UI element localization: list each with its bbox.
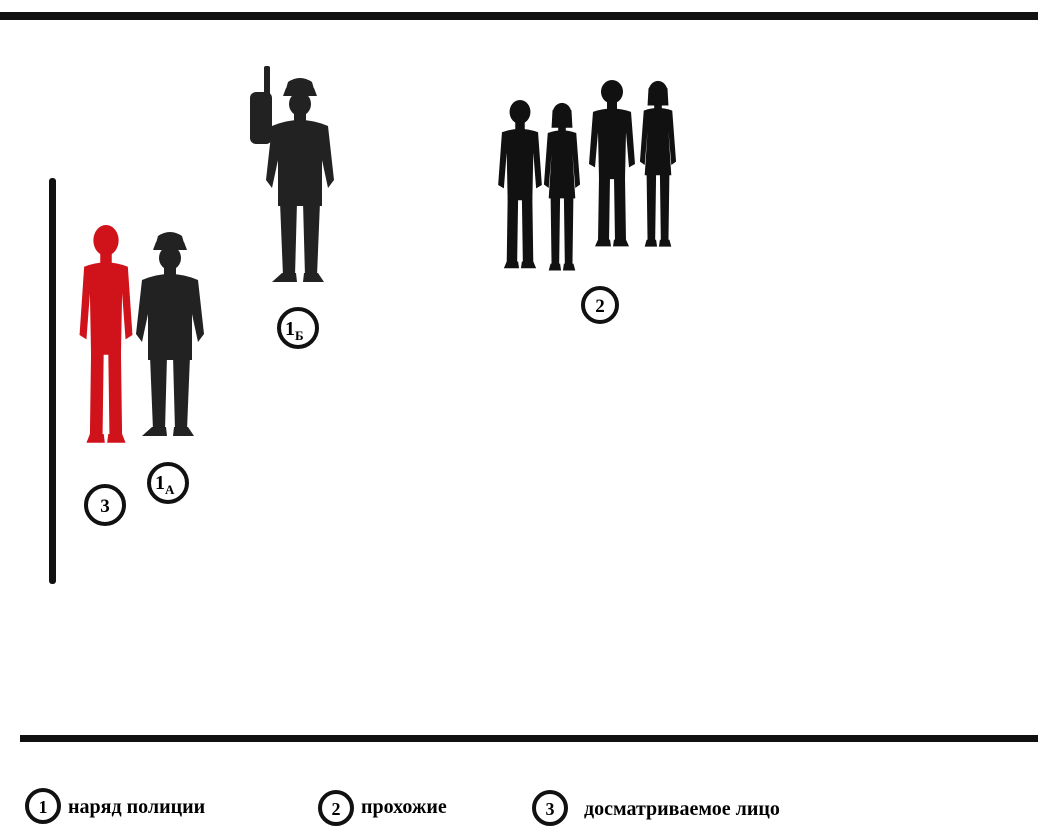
svg-text:1Б: 1Б xyxy=(285,318,304,343)
police-officer-b-icon xyxy=(266,78,334,282)
legend-label-passers: прохожие xyxy=(361,796,447,818)
legend-item-passers: 2 прохожие xyxy=(318,790,447,826)
passerby-2-icon xyxy=(543,102,581,271)
marker-subject: 3 xyxy=(84,484,126,526)
svg-text:3: 3 xyxy=(546,799,555,819)
svg-text:3: 3 xyxy=(100,496,110,517)
passerby-1-icon xyxy=(498,100,542,269)
passerby-3-icon xyxy=(589,80,635,247)
svg-text:1А: 1А xyxy=(155,472,175,497)
svg-text:2: 2 xyxy=(332,799,341,819)
legend-label-police: наряд полиции xyxy=(68,796,205,818)
top-boundary-line xyxy=(0,12,1038,20)
police-officer-a-icon xyxy=(136,232,204,436)
police-radio-icon xyxy=(250,66,272,144)
svg-text:1: 1 xyxy=(39,797,48,817)
svg-text:2: 2 xyxy=(595,296,605,317)
legend-item-police: 1 наряд полиции xyxy=(25,788,205,824)
passerby-4-icon xyxy=(639,80,677,247)
legend: 1 наряд полиции 2 прохожие 3 досматривае… xyxy=(25,788,780,826)
marker-police-a: 1А xyxy=(147,462,189,504)
marker-passers: 2 xyxy=(581,286,619,324)
wall-line xyxy=(49,178,56,584)
bottom-boundary-line xyxy=(20,735,1038,742)
marker-police-b: 1Б xyxy=(277,307,319,349)
legend-label-subject: досматриваемое лицо xyxy=(584,798,780,820)
subject-person-icon xyxy=(79,225,133,443)
legend-item-subject: 3 досматриваемое лицо xyxy=(532,790,780,826)
